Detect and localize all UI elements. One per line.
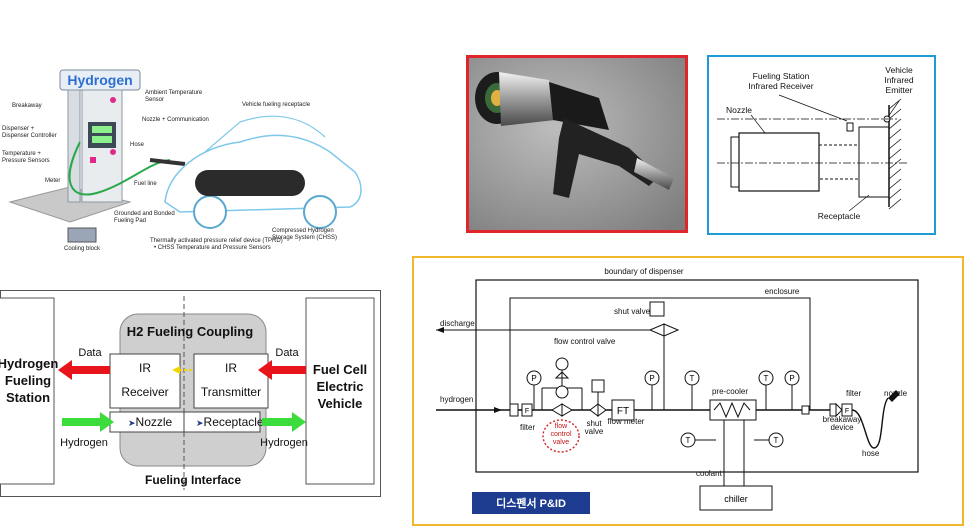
pid-boundary-label: boundary of dispenser: [604, 267, 684, 276]
nozzle-photo-frame: [466, 55, 688, 233]
pid-coolant-label: coolant: [696, 469, 723, 478]
pid-hydrogen-label: hydrogen: [440, 395, 473, 404]
pid-enclosure-label: enclosure: [765, 287, 800, 296]
svg-text:T: T: [764, 374, 769, 383]
svg-text:T: T: [690, 374, 695, 383]
pid-f-left: F: [525, 408, 529, 415]
pid-frame: boundary of dispenser enclosure discharg…: [412, 256, 964, 526]
pid-caption: 디스펜서 P&ID: [496, 496, 566, 510]
pid-diagram: boundary of dispenser enclosure discharg…: [436, 267, 919, 514]
pid-precooler-label: pre-cooler: [712, 387, 748, 396]
svg-text:T: T: [774, 436, 779, 445]
label-ir-receptacle: Receptacle: [818, 211, 861, 221]
svg-text:P: P: [531, 374, 536, 383]
label-fuel-line: Fuel line: [134, 181, 157, 187]
label-tprd: Thermally activated pressure relief devi…: [150, 238, 283, 244]
hydrogen-sign: Hydrogen: [67, 72, 132, 88]
label-temp-pressure: Temperature +Pressure Sensors: [2, 151, 50, 164]
label-cooling: Cooling block: [64, 246, 101, 252]
data-right-label: Data: [275, 347, 299, 359]
pid-hose-label: hose: [862, 449, 880, 458]
nozzle-box: ➤Nozzle: [128, 415, 173, 429]
pid-filter-right-label: filter: [846, 389, 861, 398]
pid-flow-meter-label: flow meter: [608, 417, 645, 426]
pid-flow-control-top-label: flow control valve: [554, 337, 616, 346]
svg-text:T: T: [686, 436, 691, 445]
pid-discharge-label: discharge: [440, 319, 475, 328]
label-nozzle-comm: Nozzle + Communication: [142, 117, 209, 123]
hydrogen-right-label: Hydrogen: [260, 437, 308, 449]
hydrogen-left-label: Hydrogen: [60, 437, 108, 449]
ambient-sensor-dot: [110, 97, 116, 103]
coupling-title: H2 Fueling Coupling: [127, 324, 253, 339]
label-ir-nozzle: Nozzle: [726, 105, 752, 115]
fueling-interface-label: Fueling Interface: [145, 473, 241, 487]
label-breakaway: Breakaway: [12, 103, 42, 109]
receptacle-box: ➤Receptacle: [196, 415, 264, 429]
flow-control-highlight: [542, 419, 580, 453]
label-hose: Hose: [130, 142, 145, 148]
label-dispenser: Dispenser +Dispenser Controller: [2, 126, 57, 139]
pid-shut-valve-top-label: shut valve: [614, 307, 651, 316]
pid-f-right: F: [845, 408, 849, 415]
svg-text:P: P: [789, 374, 794, 383]
pid-pressure-gauges: P P P: [526, 370, 800, 410]
pid-ft: FT: [617, 406, 629, 417]
pid-temperature-gauges: T T T T: [680, 370, 784, 448]
pid-chiller: chiller: [724, 494, 748, 504]
nozzle-photo: [469, 58, 685, 230]
label-chss-sensors: • CHSS Temperature and Pressure Sensors: [154, 245, 271, 251]
data-left-label: Data: [78, 347, 102, 359]
svg-text:P: P: [649, 374, 654, 383]
label-vehicle-receptacle: Vehicle fueling receptacle: [242, 102, 311, 108]
label-meter: Meter: [45, 178, 60, 184]
pid-filter-label: filter: [520, 423, 535, 432]
